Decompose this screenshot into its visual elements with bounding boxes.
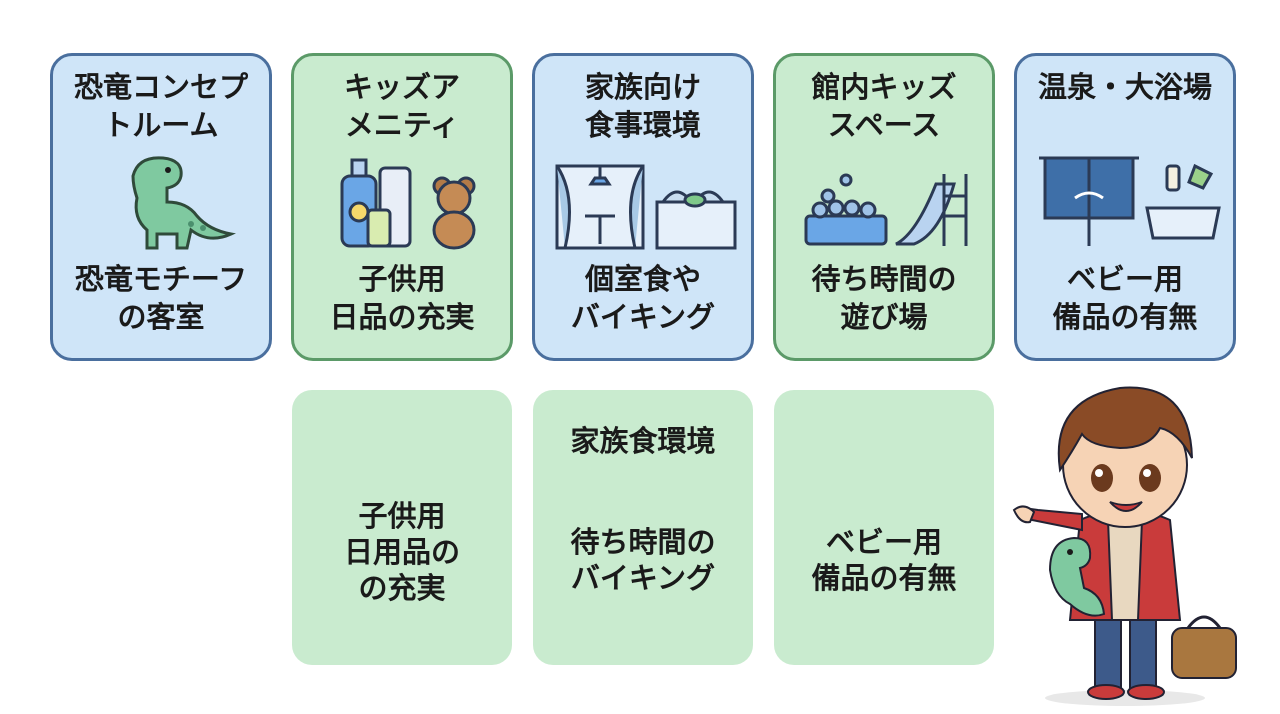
summary-card-family-dining: 家族食環境 待ち時間の バイキング [533,390,753,665]
summary-card-kids-goods: 子供用 日用品の の充実 [292,390,512,665]
summary-card-heading: 家族食環境 [570,424,716,458]
card-family-dining: 家族向け 食事環境 個室食や バイキング [532,53,754,361]
card-dinosaur-room: 恐竜コンセプ トルーム 恐竜モチーフ の客室 [50,53,272,361]
card-title: キッズア メニティ [343,70,460,142]
card-title: 家族向け 食事環境 [584,70,701,142]
dining-room-buffet-icon [555,164,737,250]
amenity-bottles-teddy-bear-icon [340,158,476,250]
summary-card-body: 子供用 日用品の の充実 [343,499,460,605]
card-description: 個室食や バイキング [570,262,716,334]
card-description: 待ち時間の 遊び場 [811,262,957,334]
card-onsen: 温泉・大浴場 ベビー用 備品の有無 [1014,53,1236,361]
summary-card-body: 待ち時間の バイキング [570,525,716,595]
ball-pit-slide-icon [804,173,968,246]
onsen-curtain-baby-bath-icon [1039,156,1221,246]
card-title: 温泉・大浴場 [1037,70,1212,104]
card-description: ベビー用 備品の有無 [1052,262,1198,334]
summary-card-baby-items: ベビー用 備品の有無 [774,390,994,665]
card-title: 恐竜コンセプ トルーム [73,70,248,142]
card-description: 子供用 日品の充実 [329,262,475,334]
dinosaur-icon [131,156,236,250]
card-kids-amenity: キッズア メニティ 子供用 日品の充実 [291,53,513,361]
card-kids-space: 館内キッズ スペース 待ち時間の 遊び場 [773,53,995,361]
summary-card-body: ベビー用 備品の有無 [811,525,957,595]
boy-with-dinosaur-plush-icon [1012,386,1237,706]
card-title: 館内キッズ スペース [811,70,957,142]
card-description: 恐竜モチーフ の客室 [74,262,248,334]
